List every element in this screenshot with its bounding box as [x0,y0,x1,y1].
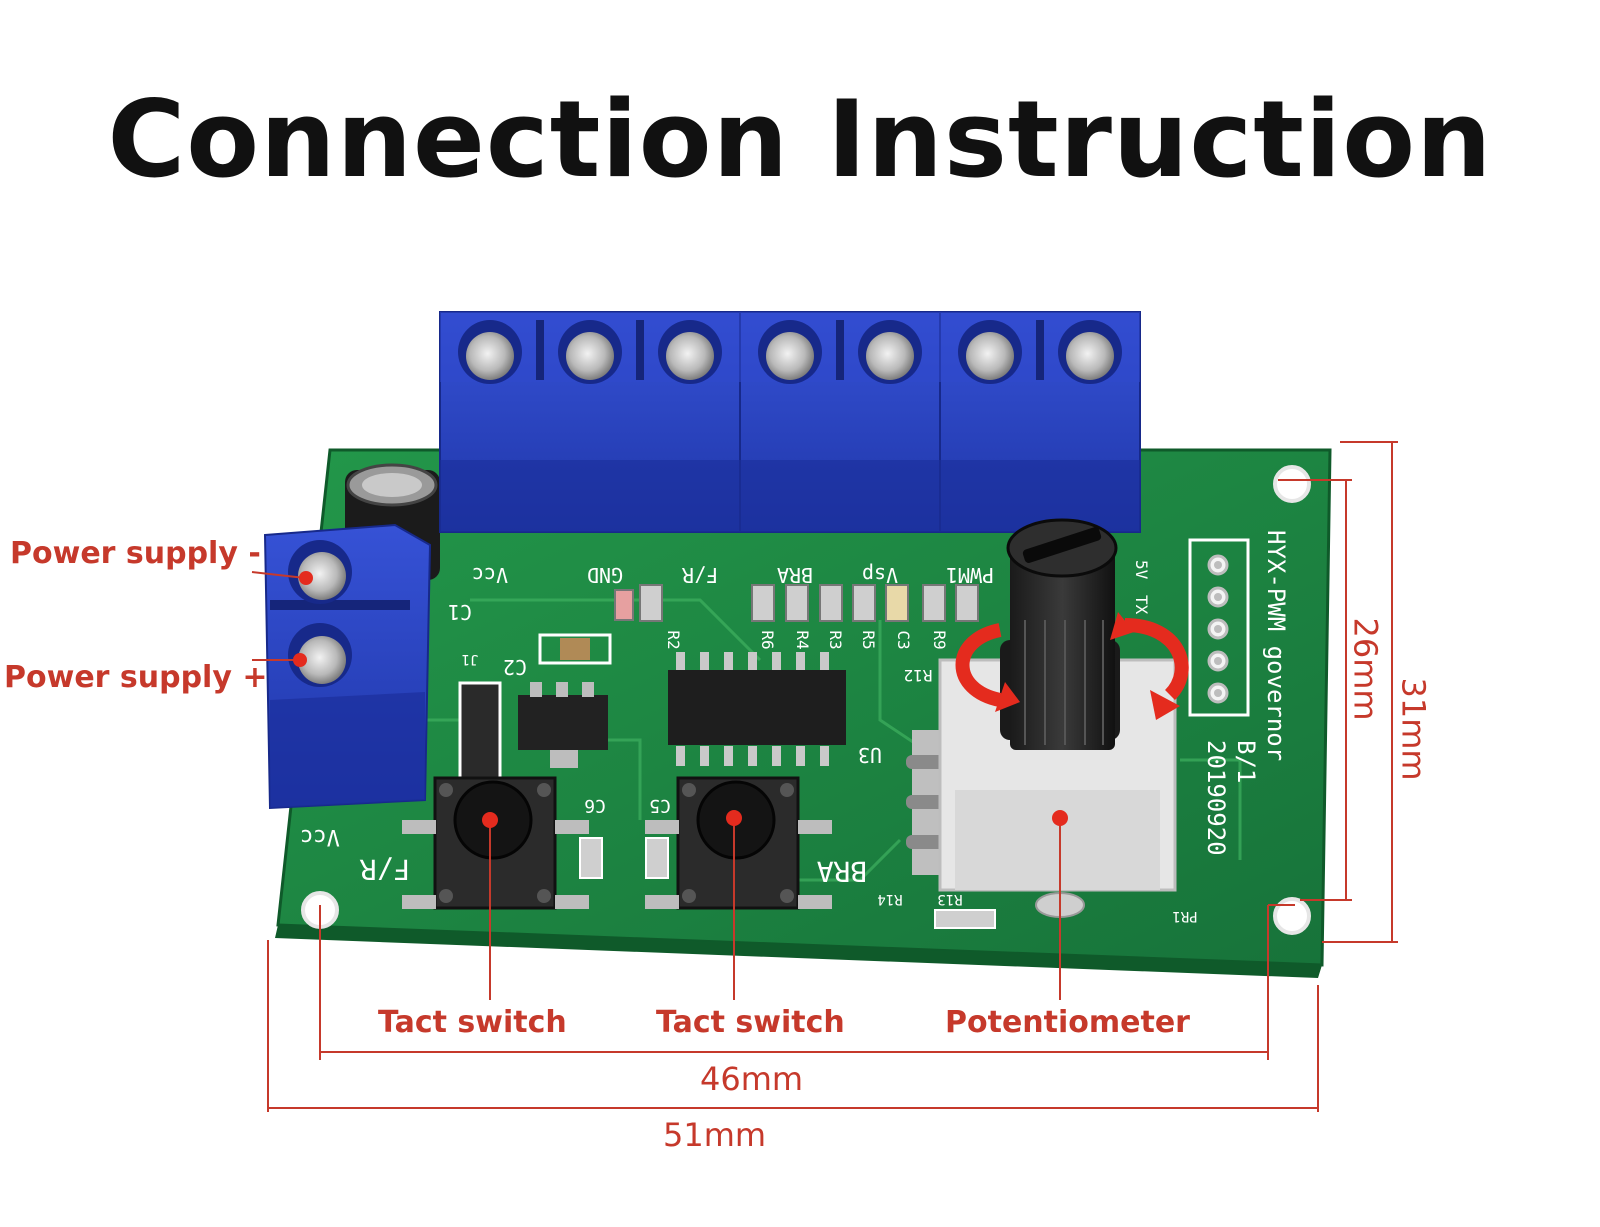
label-power-supply-minus: Power supply - [10,536,261,571]
silk-vcc2: Vcc [300,824,340,849]
silk-5v: 5V [1132,560,1151,580]
potentiometer [906,518,1177,918]
dot-potentiometer [1052,810,1068,826]
dim-outer-width: 51mm [663,1116,767,1154]
dot-tact-switch-1 [482,812,498,828]
pin-header [1188,538,1250,717]
callout-leaders [251,571,1061,1000]
top-terminal-blocks [439,311,1141,533]
silk-fr: F/R [681,563,718,587]
silk-r2: R2 [664,630,683,649]
silk-r14: R14 [877,891,902,907]
label-tact-switch-2: Tact switch [656,1005,845,1040]
silk-tx: TX [1132,595,1151,615]
silk-r6: R6 [758,630,777,649]
sot-regulator [518,682,608,768]
silk-u3: U3 [858,743,882,767]
label-potentiometer: Potentiometer [945,1005,1190,1040]
ic-u3 [668,652,846,766]
dim-outer-height: 31mm [1394,677,1433,781]
dot-tact-switch-2 [726,810,742,826]
silk-c6: C6 [584,795,606,816]
silk-r5: R5 [859,630,878,649]
silk-c2: C2 [503,655,527,679]
silk-version: B/1 [1232,740,1260,783]
silk-r12: R12 [904,666,933,685]
silk-fr2: F/R [360,853,411,886]
silk-c3: C3 [894,630,913,649]
silk-r9: R9 [930,630,949,649]
smd-cap-c2 [538,633,612,665]
silk-c5: C5 [649,795,671,816]
power-terminal-block [263,523,432,810]
dot-power-plus [293,653,307,667]
silk-vcc: Vcc [472,563,508,587]
silk-vsp: Vsp [862,563,898,587]
page-title: Connection Instruction [107,78,1493,201]
silk-model: HYX-PWM governor [1262,530,1290,761]
dim-inner-height: 26mm [1346,617,1385,721]
silk-j1: J1 [462,651,479,667]
dimension-lines [267,441,1398,1112]
silk-c1: C1 [448,600,472,624]
label-tact-switch-1: Tact switch [378,1005,567,1040]
silk-r4: R4 [793,630,812,649]
silk-r13: R13 [937,891,962,907]
resistor-10k [458,681,502,780]
silk-gnd: GND [587,563,623,587]
label-power-supply-plus: Power supply + [4,660,268,695]
dot-power-minus [299,571,313,585]
silk-r3: R3 [826,630,845,649]
silk-date: 20190920 [1202,740,1230,856]
mount-hole-tr [1273,465,1311,503]
silk-pr1: PR1 [1172,908,1197,924]
silk-bra2: BRA [817,855,868,888]
silk-pwm1: PWM1 [946,563,994,587]
dim-inner-width: 46mm [700,1060,804,1098]
smd-resistors [614,584,979,622]
rotation-arrows [955,618,1189,707]
silk-bra: BRA [777,563,813,587]
mount-hole-br [1273,897,1311,935]
